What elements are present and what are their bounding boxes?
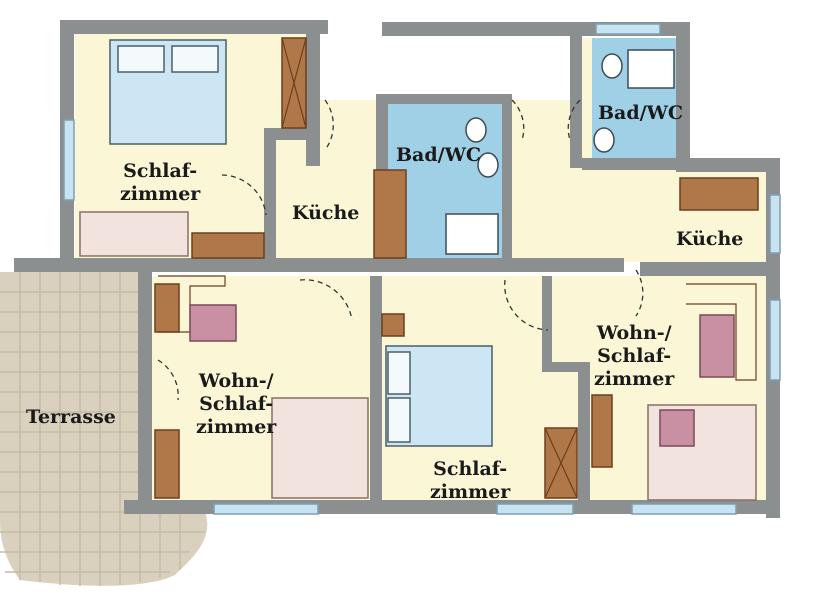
room-label-schlafzimmer-top: Schlaf- zimmer <box>120 160 200 206</box>
room-label-wohn-left: Wohn-/ Schlaf- zimmer <box>196 370 276 439</box>
cushions <box>189 304 735 447</box>
room-label-wohn-right: Wohn-/ Schlaf- zimmer <box>594 322 674 391</box>
room-label-line: Wohn-/ <box>596 322 672 344</box>
room-label-kueche-left: Küche <box>292 202 359 225</box>
room-label-line: Schlaf- <box>123 160 198 182</box>
cabinet-lines <box>158 37 757 499</box>
room-label-line: Küche <box>676 228 744 250</box>
room-label-schlafzimmer-bottom: Schlaf- zimmer <box>430 458 510 504</box>
room-label-bad-left: Bad/WC <box>396 144 481 167</box>
room-label-line: zimmer <box>430 481 511 503</box>
room-label-bad-right: Bad/WC <box>598 102 683 125</box>
sofas <box>79 211 757 501</box>
room-label-line: Küche <box>292 202 360 224</box>
room-label-line: zimmer <box>196 416 277 438</box>
room-label-line: zimmer <box>120 183 201 205</box>
room-label-line: Bad/WC <box>598 102 684 124</box>
bath-fixtures <box>445 49 675 255</box>
room-label-line: Schlaf- <box>433 458 508 480</box>
beds <box>109 39 493 447</box>
room-label-line: Schlaf- <box>597 345 672 367</box>
door-swings <box>157 99 644 401</box>
windows <box>63 23 781 515</box>
room-label-line: Wohn-/ <box>198 370 274 392</box>
terrace <box>0 272 208 586</box>
room-label-line: zimmer <box>594 368 675 390</box>
room-label-line: Bad/WC <box>396 144 482 166</box>
room-label-line: Terrasse <box>26 406 116 428</box>
room-label-kueche-right: Küche <box>676 228 743 251</box>
room-label-line: Schlaf- <box>199 393 274 415</box>
room-label-terrasse: Terrasse <box>26 406 116 429</box>
